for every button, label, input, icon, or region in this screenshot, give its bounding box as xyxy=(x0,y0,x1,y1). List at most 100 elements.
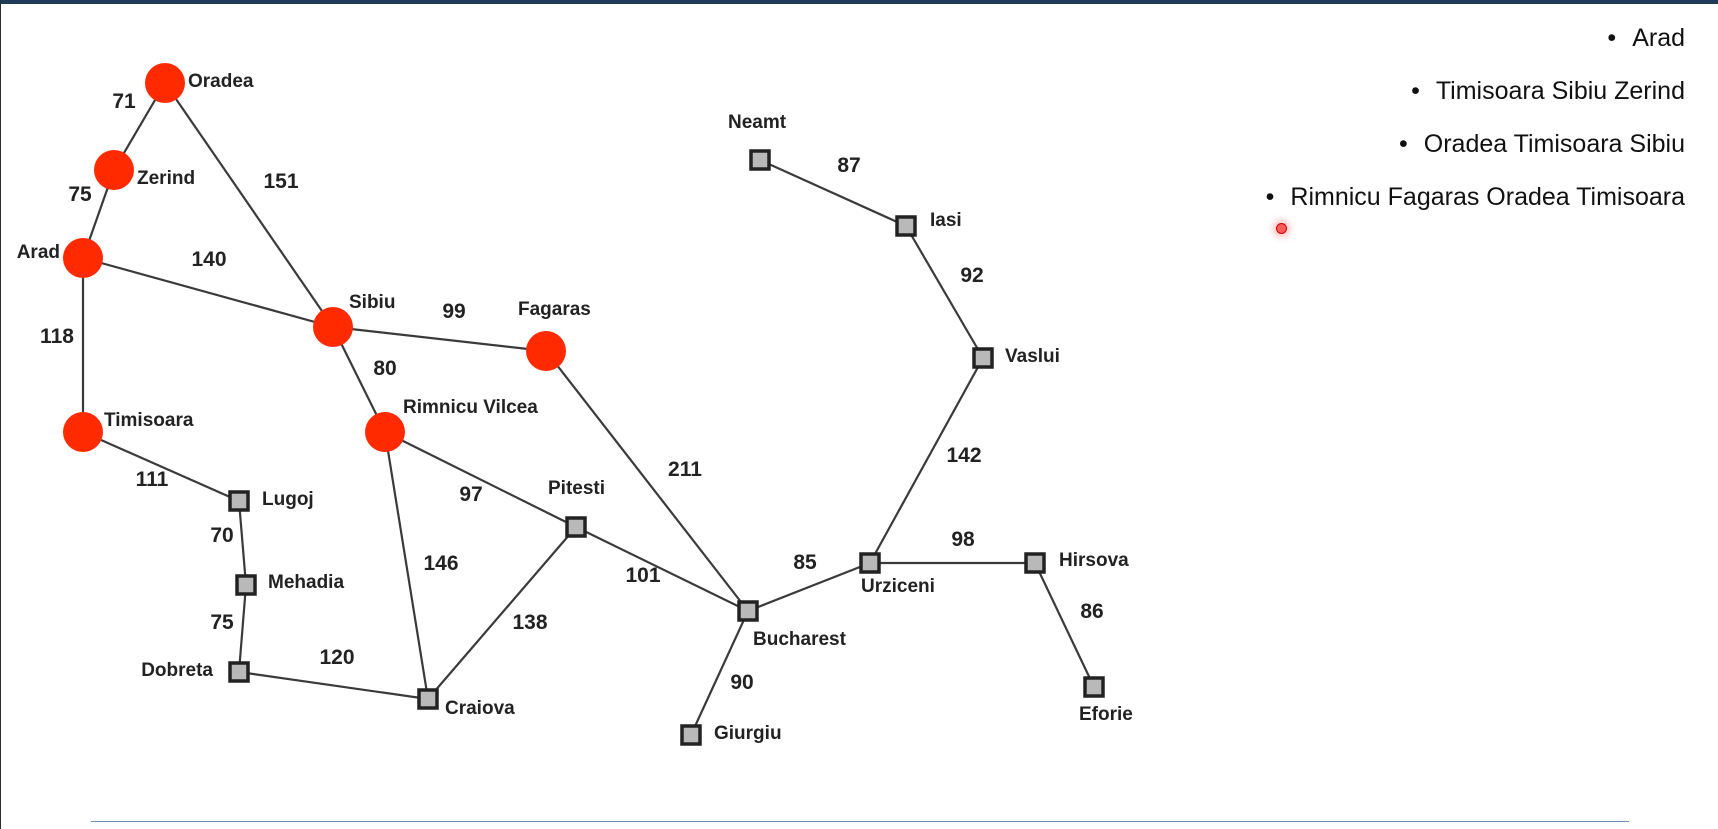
road-arad-sibiu xyxy=(82,256,334,329)
city-label-sibiu: Sibiu xyxy=(349,292,395,313)
distance-label: 75 xyxy=(68,183,92,206)
pointer-cursor-icon xyxy=(1276,223,1287,234)
road-dobreta-craiova xyxy=(238,670,429,701)
road-urziceni-vaslui xyxy=(869,357,984,564)
distance-label: 101 xyxy=(625,564,660,587)
city-node-hirsova xyxy=(1024,552,1046,574)
distance-label: 80 xyxy=(373,357,396,380)
queue-item: • Timisoara Sibiu Zerind xyxy=(1266,77,1685,106)
city-node-bucharest xyxy=(737,600,759,622)
queue-item: • Arad xyxy=(1266,24,1685,53)
city-label-dobreta: Dobreta xyxy=(141,660,213,681)
distance-label: 151 xyxy=(263,170,298,193)
city-label-lugoj: Lugoj xyxy=(262,489,314,510)
road-iasi-neamt xyxy=(759,158,907,228)
footer-divider xyxy=(91,821,1629,822)
city-label-arad: Arad xyxy=(17,242,60,263)
distance-label: 138 xyxy=(512,611,547,634)
city-node-iasi xyxy=(895,215,917,237)
city-node-pitesti xyxy=(565,516,587,538)
city-node-rimnicu xyxy=(365,412,405,452)
city-label-rimnicu: Rimnicu Vilcea xyxy=(403,397,538,418)
city-node-timisoara xyxy=(63,412,103,452)
city-node-arad xyxy=(63,238,103,278)
city-label-vaslui: Vaslui xyxy=(1005,346,1060,367)
road-rimnicu-pitesti xyxy=(384,431,577,528)
distance-label: 99 xyxy=(442,300,465,323)
road-oradea-sibiu xyxy=(164,82,334,328)
distance-label: 97 xyxy=(459,483,482,506)
road-lugoj-mehadia xyxy=(237,500,248,586)
city-label-fagaras: Fagaras xyxy=(518,299,591,320)
distance-label: 75 xyxy=(210,611,234,634)
road-fagaras-bucharest xyxy=(545,350,749,612)
city-node-eforie xyxy=(1083,676,1105,698)
city-label-timisoara: Timisoara xyxy=(104,410,194,431)
road-hirsova-eforie xyxy=(1034,562,1095,688)
road-timisoara-lugoj xyxy=(82,430,240,503)
distance-labels-layer: 71 75 151 140 118 99 80 111 70 75 120 146 97 138 101 21… xyxy=(40,90,1104,694)
distance-label: 86 xyxy=(1080,600,1103,623)
city-label-neamt: Neamt xyxy=(728,112,787,133)
distance-label: 70 xyxy=(210,524,233,547)
road-bucharest-urziceni xyxy=(747,561,871,613)
city-node-craiova xyxy=(417,688,439,710)
road-pitesti-bucharest xyxy=(575,526,749,612)
road-craiova-pitesti xyxy=(427,526,577,700)
bullet-icon: • xyxy=(1399,130,1408,158)
city-node-giurgiu xyxy=(680,724,702,746)
bullet-icon: • xyxy=(1607,24,1617,52)
city-node-vaslui xyxy=(972,347,994,369)
distance-label: 120 xyxy=(319,646,354,669)
queue-item: • Rimnicu Fagaras Oradea Timisoara xyxy=(1266,183,1685,212)
city-node-oradea xyxy=(145,63,185,103)
city-label-mehadia: Mehadia xyxy=(268,572,344,593)
distance-label: 142 xyxy=(946,444,981,467)
city-label-craiova: Craiova xyxy=(445,698,515,719)
cities-layer xyxy=(63,63,1105,746)
roads-layer xyxy=(81,82,1095,736)
city-label-zerind: Zerind xyxy=(137,168,195,189)
bullet-icon: • xyxy=(1411,77,1420,105)
distance-label: 90 xyxy=(730,671,753,694)
city-label-pitesti: Pitesti xyxy=(548,478,605,499)
distance-label: 118 xyxy=(40,325,74,348)
city-label-iasi: Iasi xyxy=(930,210,962,231)
city-node-zerind xyxy=(94,150,134,190)
distance-label: 85 xyxy=(793,551,817,574)
city-label-bucharest: Bucharest xyxy=(753,629,847,650)
road-vaslui-iasi xyxy=(905,225,984,359)
city-node-mehadia xyxy=(235,574,257,596)
distance-label: 98 xyxy=(951,528,975,551)
distance-label: 140 xyxy=(191,248,226,271)
road-rimnicu-craiova xyxy=(383,431,430,700)
bullet-icon: • xyxy=(1265,183,1275,211)
road-sibiu-fagaras xyxy=(332,325,547,353)
city-node-neamt xyxy=(749,149,771,171)
city-node-sibiu xyxy=(313,307,353,347)
queue-item: • Oradea Timisoara Sibiu xyxy=(1266,130,1685,159)
distance-label: 211 xyxy=(668,458,702,481)
queue-item-text: Arad xyxy=(1632,24,1685,52)
distance-label: 111 xyxy=(136,468,169,491)
distance-label: 71 xyxy=(112,90,136,113)
distance-label: 146 xyxy=(423,552,458,575)
city-node-lugoj xyxy=(228,490,250,512)
city-node-fagaras xyxy=(526,331,566,371)
city-label-hirsova: Hirsova xyxy=(1059,550,1129,571)
queue-item-text: Timisoara Sibiu Zerind xyxy=(1435,77,1685,105)
road-bucharest-giurgiu xyxy=(690,610,749,736)
frontier-queue-list: •Arad •Timisoara Sibiu Zerind •Oradea Ti… xyxy=(1266,24,1685,236)
city-node-urziceni xyxy=(859,552,881,574)
queue-item-text: Oradea Timisoara Sibiu xyxy=(1423,130,1685,158)
queue-item-text: Rimnicu Fagaras Oradea Timisoara xyxy=(1290,183,1685,211)
distance-label: 87 xyxy=(837,154,860,177)
city-label-urziceni: Urziceni xyxy=(861,576,935,597)
road-mehadia-dobreta xyxy=(237,584,248,673)
city-label-eforie: Eforie xyxy=(1079,704,1133,725)
city-label-oradea: Oradea xyxy=(188,71,254,92)
city-node-dobreta xyxy=(228,661,250,683)
distance-label: 92 xyxy=(960,264,983,287)
